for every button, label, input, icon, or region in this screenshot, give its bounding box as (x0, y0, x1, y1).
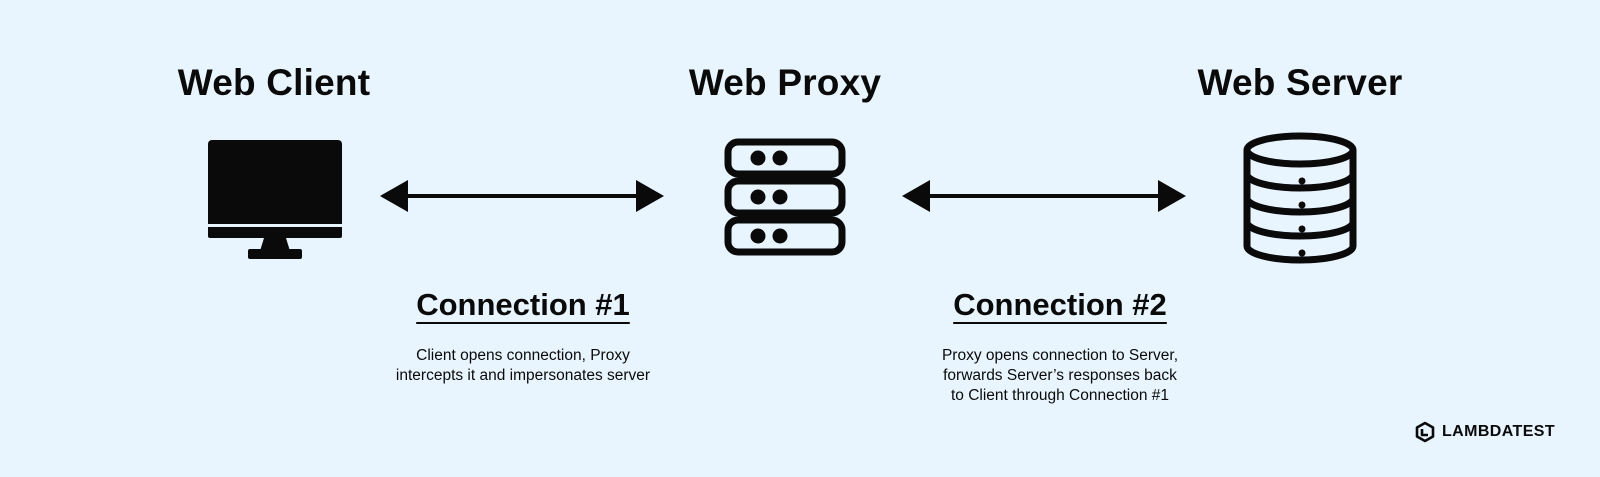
web-server-heading: Web Server (1197, 62, 1403, 103)
lambdatest-logo-icon (1415, 421, 1435, 443)
description-line: Client opens connection, Proxy (416, 347, 630, 364)
description-line: to Client through Connection #1 (950, 387, 1169, 404)
monitor-icon (208, 140, 342, 259)
brand-name: LAMBDATEST (1442, 423, 1556, 440)
bidirectional-arrow-icon (380, 180, 664, 212)
connection-2-title: Connection #2 (953, 287, 1167, 322)
description-line: intercepts it and impersonates server (395, 367, 651, 384)
description-line: Proxy opens connection to Server, (941, 347, 1179, 364)
database-icon (1243, 132, 1357, 264)
connection-1-description: Client opens connection, Proxy intercept… (353, 346, 693, 386)
web-proxy-heading: Web Proxy (688, 62, 882, 103)
connection-2-description: Proxy opens connection to Server, forwar… (890, 346, 1230, 406)
web-client-heading: Web Client (177, 62, 371, 103)
brand-logo: LAMBDATEST (1414, 421, 1555, 443)
description-line: forwards Server’s responses back (943, 367, 1177, 384)
bidirectional-arrow-icon (902, 180, 1186, 212)
connection-1-title: Connection #1 (416, 287, 630, 322)
server-rack-icon (724, 138, 846, 256)
